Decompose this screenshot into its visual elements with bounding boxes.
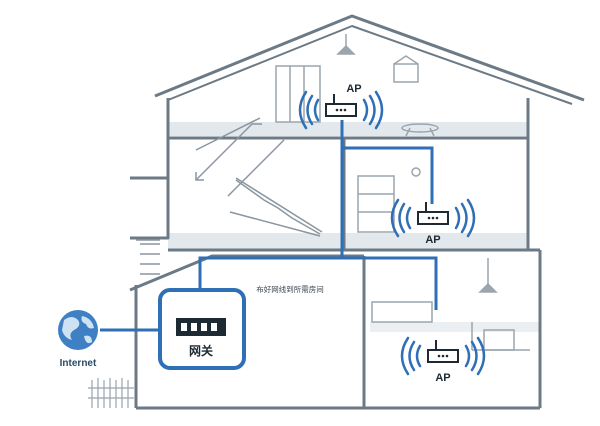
network-cables — [100, 120, 438, 332]
cable-note: 布好网线到所需房间 — [256, 284, 324, 294]
ap-middle-label: AP — [425, 234, 440, 246]
wardrobe — [275, 65, 321, 123]
staircase — [136, 117, 323, 275]
fence — [88, 378, 134, 408]
internet-label: Internet — [60, 358, 97, 369]
globe-icon — [58, 310, 98, 350]
shelf-bottom-right — [370, 322, 540, 332]
ap-bottom-label: AP — [435, 372, 450, 384]
ceiling-lamp-top — [336, 34, 356, 55]
ap-top-label: AP — [346, 83, 361, 95]
house-outline — [129, 14, 585, 410]
floor-middle — [168, 233, 528, 251]
ceiling-lamp-bottom — [478, 258, 498, 293]
access-point-top-icon — [298, 90, 384, 130]
gateway-device — [158, 288, 246, 370]
picture-frame-top — [393, 55, 419, 83]
floor-top — [168, 122, 528, 136]
access-point-bottom-icon — [400, 336, 486, 376]
bookshelf — [357, 167, 421, 233]
kitchen-counter — [371, 301, 530, 351]
access-point-middle-icon — [390, 198, 476, 238]
gateway-label: 网关 — [189, 343, 213, 358]
side-table — [401, 123, 439, 137]
